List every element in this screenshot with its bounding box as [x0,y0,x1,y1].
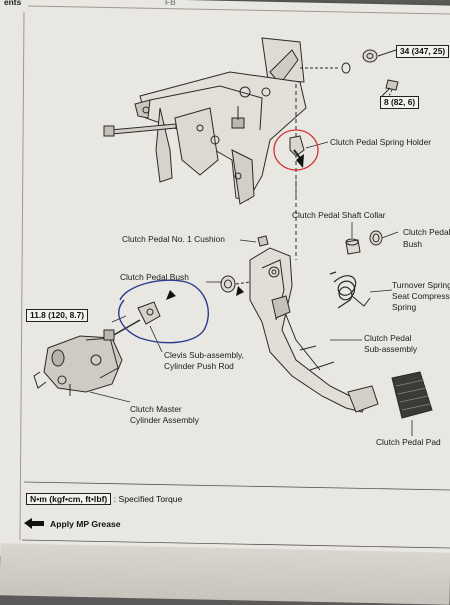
header-fragment-2: FB [165,0,176,7]
label-pedal-sub-1: Clutch Pedal [364,333,412,343]
legend-grease-desc: Apply MP Grease [50,519,121,529]
shaft-collar-part [345,238,361,255]
torque-box-mid: 8 (82, 6) [380,96,420,109]
legend-grease: Apply MP Grease [50,519,121,529]
bolt-long [103,123,177,137]
label-clevis-1: Clevis Sub-assembly, [164,350,244,360]
bolt-small [381,79,399,99]
label-shaft-collar: Clutch Pedal Shaft Collar [292,210,386,220]
label-master-1: Clutch Master [130,404,182,414]
pedal-bracket [134,37,307,205]
pedal-pad-part [391,371,433,419]
legend-torque-desc: : Specified Torque [113,494,183,504]
nut-top [300,49,397,74]
legend-torque-unit: N•m (kgf•cm, ft•lbf) [26,493,112,505]
torque-box-top: 34 (347, 25) [396,45,450,58]
label-bush-right-2: Bush [403,239,423,249]
red-circle-annotation [273,129,319,171]
label-pedal-pad: Clutch Pedal Pad [376,437,441,447]
label-pedal-bush: Clutch Pedal Bush [120,272,189,282]
clutch-pedal-arm [249,247,379,413]
header-fragment: ents [4,0,22,7]
grease-arrow-icons [166,154,304,300]
label-bush-right-1: Clutch Pedal [403,227,450,237]
spring-holder-part [289,135,305,159]
label-clevis-2: Cylinder Push Rod [164,361,234,371]
label-turnover-1: Turnover Spring [392,280,450,290]
label-turnover-3: Spring [392,302,417,312]
turnover-spring [329,271,371,309]
label-no1-cushion: Clutch Pedal No. 1 Cushion [122,234,225,244]
blue-circle-annotation [118,279,209,344]
label-spring-holder: Clutch Pedal Spring Holder [330,137,432,147]
label-pedal-sub-2: Sub-assembly [364,344,418,354]
pedal-bush-right-part [369,230,383,246]
label-master-2: Cylinder Assembly [130,415,199,425]
pedal-bush-left-part [220,275,251,293]
legend-torque: N•m (kgf•cm, ft•lbf) : Specified Torque [26,493,183,505]
legend-graphics [21,481,450,549]
no1-cushion-part [257,235,269,247]
torque-box-left: 11.8 (120, 8.7) [26,309,89,322]
label-turnover-2: Seat Compress [392,291,450,301]
master-cylinder [33,329,123,396]
black-left-arrow-icon [24,518,44,529]
